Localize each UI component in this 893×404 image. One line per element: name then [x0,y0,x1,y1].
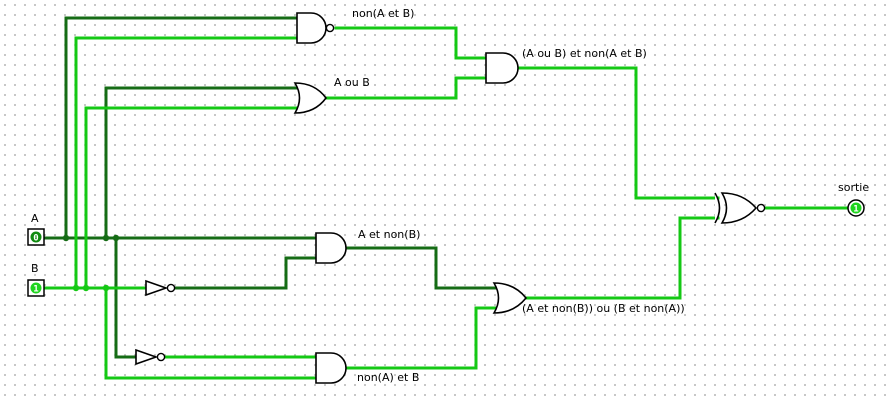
junctions [62,234,120,292]
wire-a-net [42,16,318,359]
junction-dot [102,284,110,292]
wire-not-b [174,256,318,290]
label-not-a-and-b: non(A) et B [357,371,419,384]
not-gate-a[interactable] [135,348,166,366]
output-label: sortie [838,181,869,194]
label-or-ab: A ou B [334,76,370,89]
wire-and-top-out [516,66,720,200]
label-nand-ab: non(A et B) [352,7,414,20]
output-pin[interactable]: 1 [847,199,865,217]
wire-or-bottom-out [524,216,720,300]
junction-dot [62,234,70,242]
pin-a-led [30,231,42,243]
output-value: 1 [853,205,858,215]
pin-a-value: 0 [33,234,38,244]
junction-dot [102,234,110,242]
and-gate-not-a-b[interactable] [315,352,347,384]
and-gate-a-not-b[interactable] [315,232,347,264]
pin-a-label: A [31,212,39,225]
junction-dot [112,234,120,242]
wire-a-and-not-b-out [344,246,498,290]
input-pin-a[interactable]: 0 [27,228,45,246]
output-led [850,202,862,214]
and-gate-top[interactable] [485,52,519,84]
wire-nand-out [334,26,488,60]
or-gate-bottom[interactable] [492,282,528,314]
or-gate-a-b[interactable] [293,82,327,114]
pin-b-led [30,282,42,294]
wire-or-out [324,76,488,100]
label-and-top: (A ou B) et non(A et B) [522,47,647,60]
pin-b-label: B [31,262,39,275]
wire-b-net [42,36,318,380]
pin-b-value: 1 [33,285,38,295]
nand-gate[interactable] [296,12,335,44]
wire-not-a-and-b-out [344,306,498,370]
junction-dot [72,284,80,292]
label-a-and-not-b: A et non(B) [358,228,420,241]
input-pin-b[interactable]: 1 [27,279,45,297]
not-gate-b[interactable] [145,279,176,297]
label-or-bottom: (A et non(B)) ou (B et non(A)) [522,302,685,315]
xnor-gate[interactable] [714,192,766,224]
junction-dot [82,284,90,292]
